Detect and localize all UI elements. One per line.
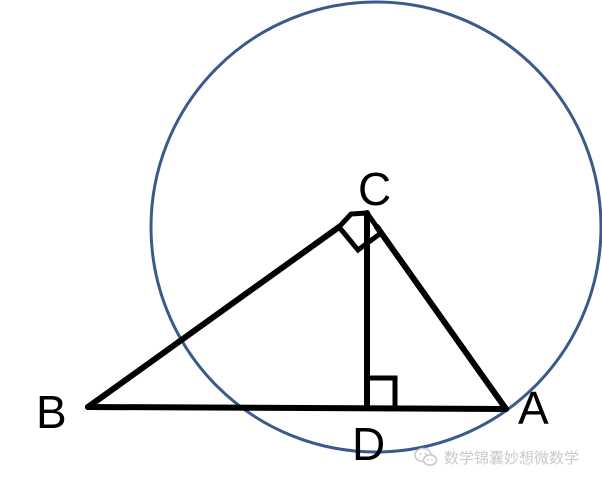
right-angle-mark-d: [367, 375, 398, 408]
wechat-icon: [414, 447, 438, 466]
segment-ca: [374, 224, 509, 412]
label-a: A: [518, 382, 549, 434]
label-c: C: [358, 163, 391, 215]
label-b: B: [36, 386, 67, 438]
circle: [149, 0, 602, 454]
label-d: D: [352, 418, 385, 470]
watermark: 数学锦囊妙想微数学: [414, 444, 579, 470]
segment-bc: [85, 224, 342, 410]
watermark-text: 数学锦囊妙想微数学: [444, 448, 580, 467]
segment-ba: [85, 404, 509, 412]
right-angle-mark-c: [337, 210, 385, 254]
